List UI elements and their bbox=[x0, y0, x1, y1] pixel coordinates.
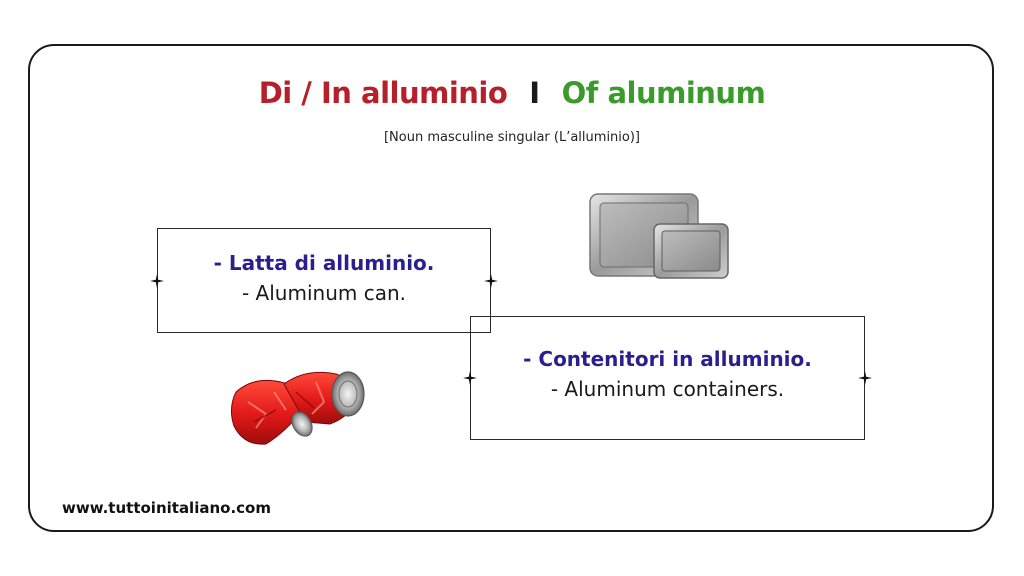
example-english: - Aluminum containers. bbox=[550, 377, 785, 401]
sparkle-icon bbox=[150, 274, 164, 288]
example-italian: - Latta di alluminio. bbox=[213, 251, 435, 275]
example-english: - Aluminum can. bbox=[241, 281, 406, 305]
website-url: www.tuttoinitaliano.com bbox=[62, 499, 271, 517]
sparkle-icon bbox=[463, 371, 477, 385]
example-card-containers: - Contenitori in alluminio. - Aluminum c… bbox=[470, 316, 865, 440]
grammar-note: [Noun masculine singular (L’alluminio)] bbox=[383, 130, 640, 145]
title-italian: Di / In alluminio bbox=[258, 76, 508, 110]
aluminum-trays-icon bbox=[589, 193, 729, 279]
sparkle-icon bbox=[858, 371, 872, 385]
sparkle-icon bbox=[484, 274, 498, 288]
title-separator: I bbox=[529, 76, 540, 110]
crushed-can-icon bbox=[230, 371, 365, 445]
example-italian: - Contenitori in alluminio. bbox=[523, 347, 812, 371]
example-card-can: - Latta di alluminio. - Aluminum can. bbox=[157, 228, 491, 333]
card-frame bbox=[28, 44, 994, 532]
title-english: Of aluminum bbox=[561, 76, 766, 110]
page-title: Di / In alluminio I Of aluminum bbox=[0, 76, 1024, 110]
